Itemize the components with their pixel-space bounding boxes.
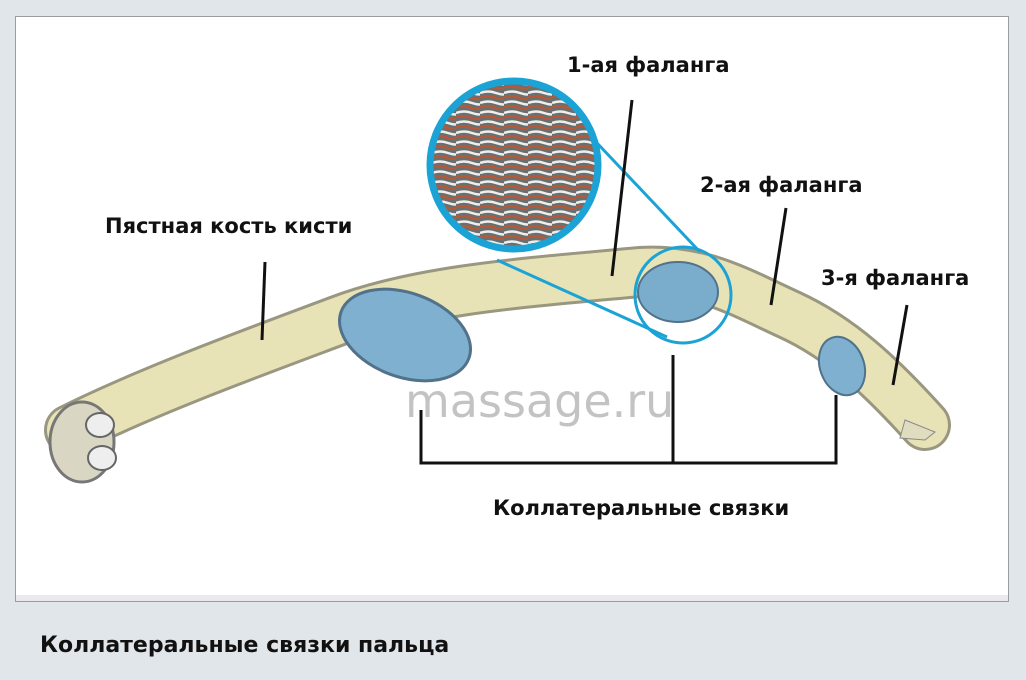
- bone: [44, 245, 951, 484]
- leader-lines: [260, 99, 909, 465]
- magnifier: [426, 77, 733, 345]
- watermark: massage.ru: [405, 374, 675, 428]
- label-phalanx-2: 2-ая фаланга: [700, 173, 863, 197]
- label-metacarpal: Пястная кость кисти: [105, 214, 353, 238]
- ligaments: [338, 261, 867, 397]
- figure-caption: Коллатеральные связки пальца: [40, 633, 450, 658]
- label-collateral-ligaments: Коллатеральные связки: [493, 496, 790, 520]
- label-phalanx-3: 3-я фаланга: [821, 266, 970, 290]
- label-phalanx-1: 1-ая фаланга: [567, 53, 730, 77]
